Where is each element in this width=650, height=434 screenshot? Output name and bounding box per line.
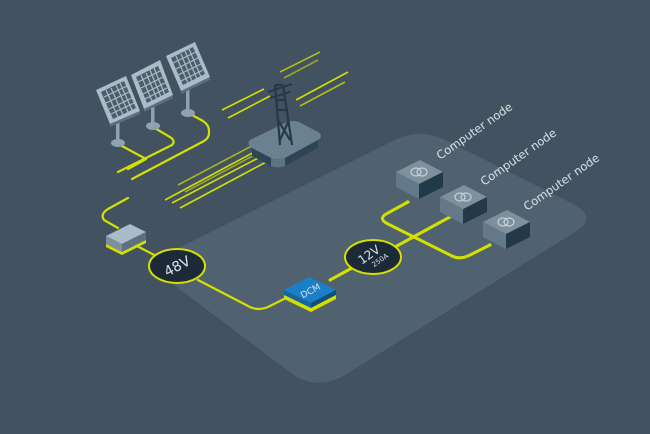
bus-12v-badge: 12V 250A — [344, 239, 402, 275]
computer-node-label: Computer node — [434, 100, 515, 163]
node-chip-icon — [410, 167, 428, 177]
solar-panel — [96, 76, 140, 147]
grid-tower — [248, 82, 321, 168]
node-wire-stubs — [405, 200, 492, 247]
bus-48v-badge: 48V — [148, 248, 206, 284]
node-chip-icon — [454, 192, 472, 202]
tower-icon — [267, 82, 294, 146]
solar-panels — [96, 42, 210, 147]
node-chip-icon — [497, 217, 515, 227]
converter-box — [106, 224, 146, 255]
solar-panel — [131, 60, 173, 130]
solar-panel — [166, 42, 210, 117]
solar-wiring — [101, 113, 211, 230]
dcm-module: DCM — [284, 277, 336, 312]
